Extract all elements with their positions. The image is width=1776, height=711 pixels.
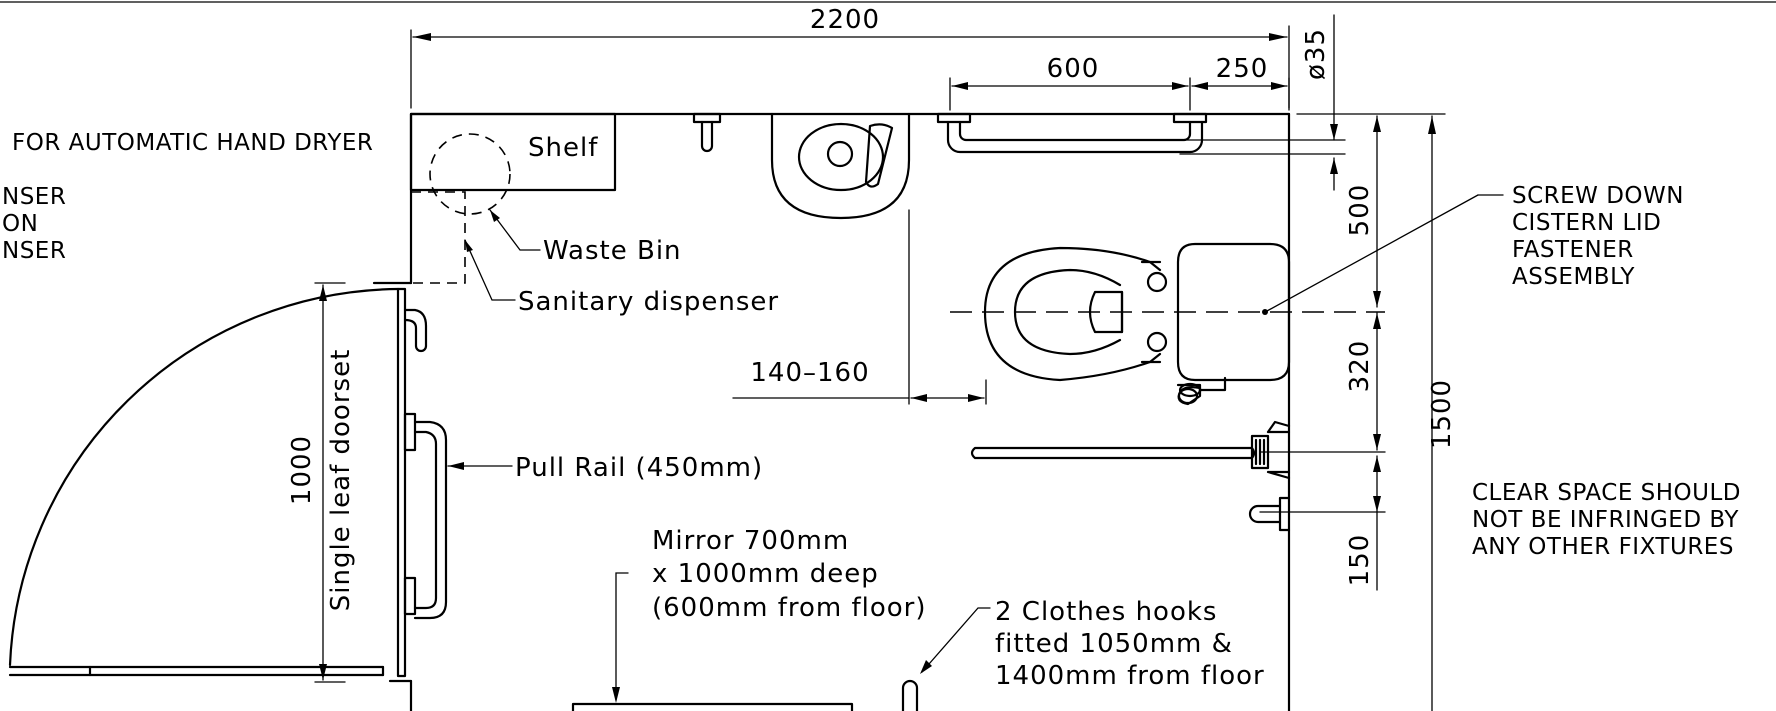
sanitary-dispenser-label: Sanitary dispenser	[518, 287, 779, 317]
cistern-note: SCREW DOWN CISTERN LID FASTENER ASSEMBLY	[1512, 183, 1684, 290]
mirror-note: Mirror 700mm x 1000mm deep (600mm from f…	[612, 526, 926, 703]
dim-rail-diameter: ø35	[1301, 28, 1331, 80]
cistern-note-line-1: SCREW DOWN	[1512, 183, 1684, 209]
dim-overall-width: 2200	[810, 5, 880, 35]
mirror-line-3: (600mm from floor)	[652, 593, 926, 623]
sanitary-dispenser-outline	[410, 191, 466, 284]
cistern-leader	[1266, 194, 1479, 312]
door-label: Single leaf doorset	[326, 349, 356, 612]
waste-bin-label: Waste Bin	[543, 236, 682, 266]
door-swing-arc	[8, 287, 400, 667]
waste-bin-leader	[489, 209, 541, 251]
toilet-roll-holder	[1248, 496, 1291, 532]
pull-rail-label: Pull Rail (450mm)	[515, 453, 763, 483]
cistern-note-line-4: ASSEMBLY	[1512, 264, 1635, 290]
wc-pan	[983, 246, 1168, 382]
dim-rail-to-wc-centre: 500	[1345, 184, 1375, 237]
dim-wc-centre-to-rail: 320	[1345, 340, 1375, 393]
dim-door-width: 1000	[287, 435, 317, 505]
clothes-hooks-note: 2 Clothes hooks fitted 1050mm & 1400mm f…	[920, 597, 1265, 691]
left-notes: FOR AUTOMATIC HAND DRYER NSER ON NSER	[2, 130, 373, 264]
mirror-line-1: Mirror 700mm	[652, 526, 849, 556]
shelf-label: Shelf	[528, 133, 598, 163]
sanitary-dispenser-leader	[464, 239, 516, 301]
dimension-2200: 2200	[410, 5, 1290, 109]
clothes-hooks-line-2: fitted 1050mm &	[995, 629, 1233, 659]
door-leaf	[396, 287, 407, 678]
dimension-rail-diameter: ø35	[1179, 14, 1346, 191]
left-note-line-2: ON	[2, 211, 38, 237]
clothes-hooks-line-1: 2 Clothes hooks	[995, 597, 1217, 627]
horizontal-grab-rail	[936, 112, 1208, 154]
wash-basin	[770, 112, 911, 220]
waste-bin-outline	[429, 133, 511, 215]
flush-handle-arm	[1198, 376, 1227, 392]
clothes-hook	[901, 679, 919, 711]
left-note-line-1: NSER	[2, 184, 66, 210]
clear-space-line-1: CLEAR SPACE SHOULD	[1472, 480, 1741, 506]
dim-rail-length: 600	[1047, 54, 1100, 84]
pull-rail: Pull Rail (450mm)	[403, 412, 763, 620]
basin-tap-icon	[864, 123, 894, 188]
hand-dryer-bracket	[692, 112, 722, 153]
flush-handle-icon	[1177, 386, 1202, 406]
dim-overall-depth: 1500	[1427, 379, 1457, 449]
left-note-hand-dryer: FOR AUTOMATIC HAND DRYER	[12, 130, 373, 156]
mirror-line-2: x 1000mm deep	[652, 559, 879, 589]
door: Single leaf doorset	[8, 287, 407, 678]
clear-space-line-2: NOT BE INFRINGED BY	[1472, 507, 1739, 533]
hinged-support-rail	[970, 420, 1291, 480]
door-handle-hook	[403, 308, 428, 353]
dimension-1500: 1500	[1427, 115, 1457, 711]
mirror	[571, 702, 854, 711]
left-note-line-3: NSER	[2, 238, 66, 264]
cistern-note-line-3: FASTENER	[1512, 237, 1634, 263]
shelf: Shelf	[409, 112, 617, 192]
dimension-vertical-chain: 500 320 150	[1259, 113, 1446, 591]
dimension-basin-gap: 140–160	[732, 209, 987, 405]
clothes-hooks-line-3: 1400mm from floor	[995, 661, 1265, 691]
cistern-note-line-2: CISTERN LID	[1512, 210, 1661, 236]
dim-rail-to-paper: 150	[1345, 534, 1375, 587]
clear-space-line-3: ANY OTHER FIXTURES	[1472, 534, 1734, 560]
dimension-600-250: 600 250	[949, 54, 1290, 111]
dim-basin-gap: 140–160	[750, 358, 869, 388]
dim-rail-offset: 250	[1216, 54, 1269, 84]
wc-cistern	[1176, 242, 1291, 382]
clear-space-note: CLEAR SPACE SHOULD NOT BE INFRINGED BY A…	[1472, 480, 1741, 560]
